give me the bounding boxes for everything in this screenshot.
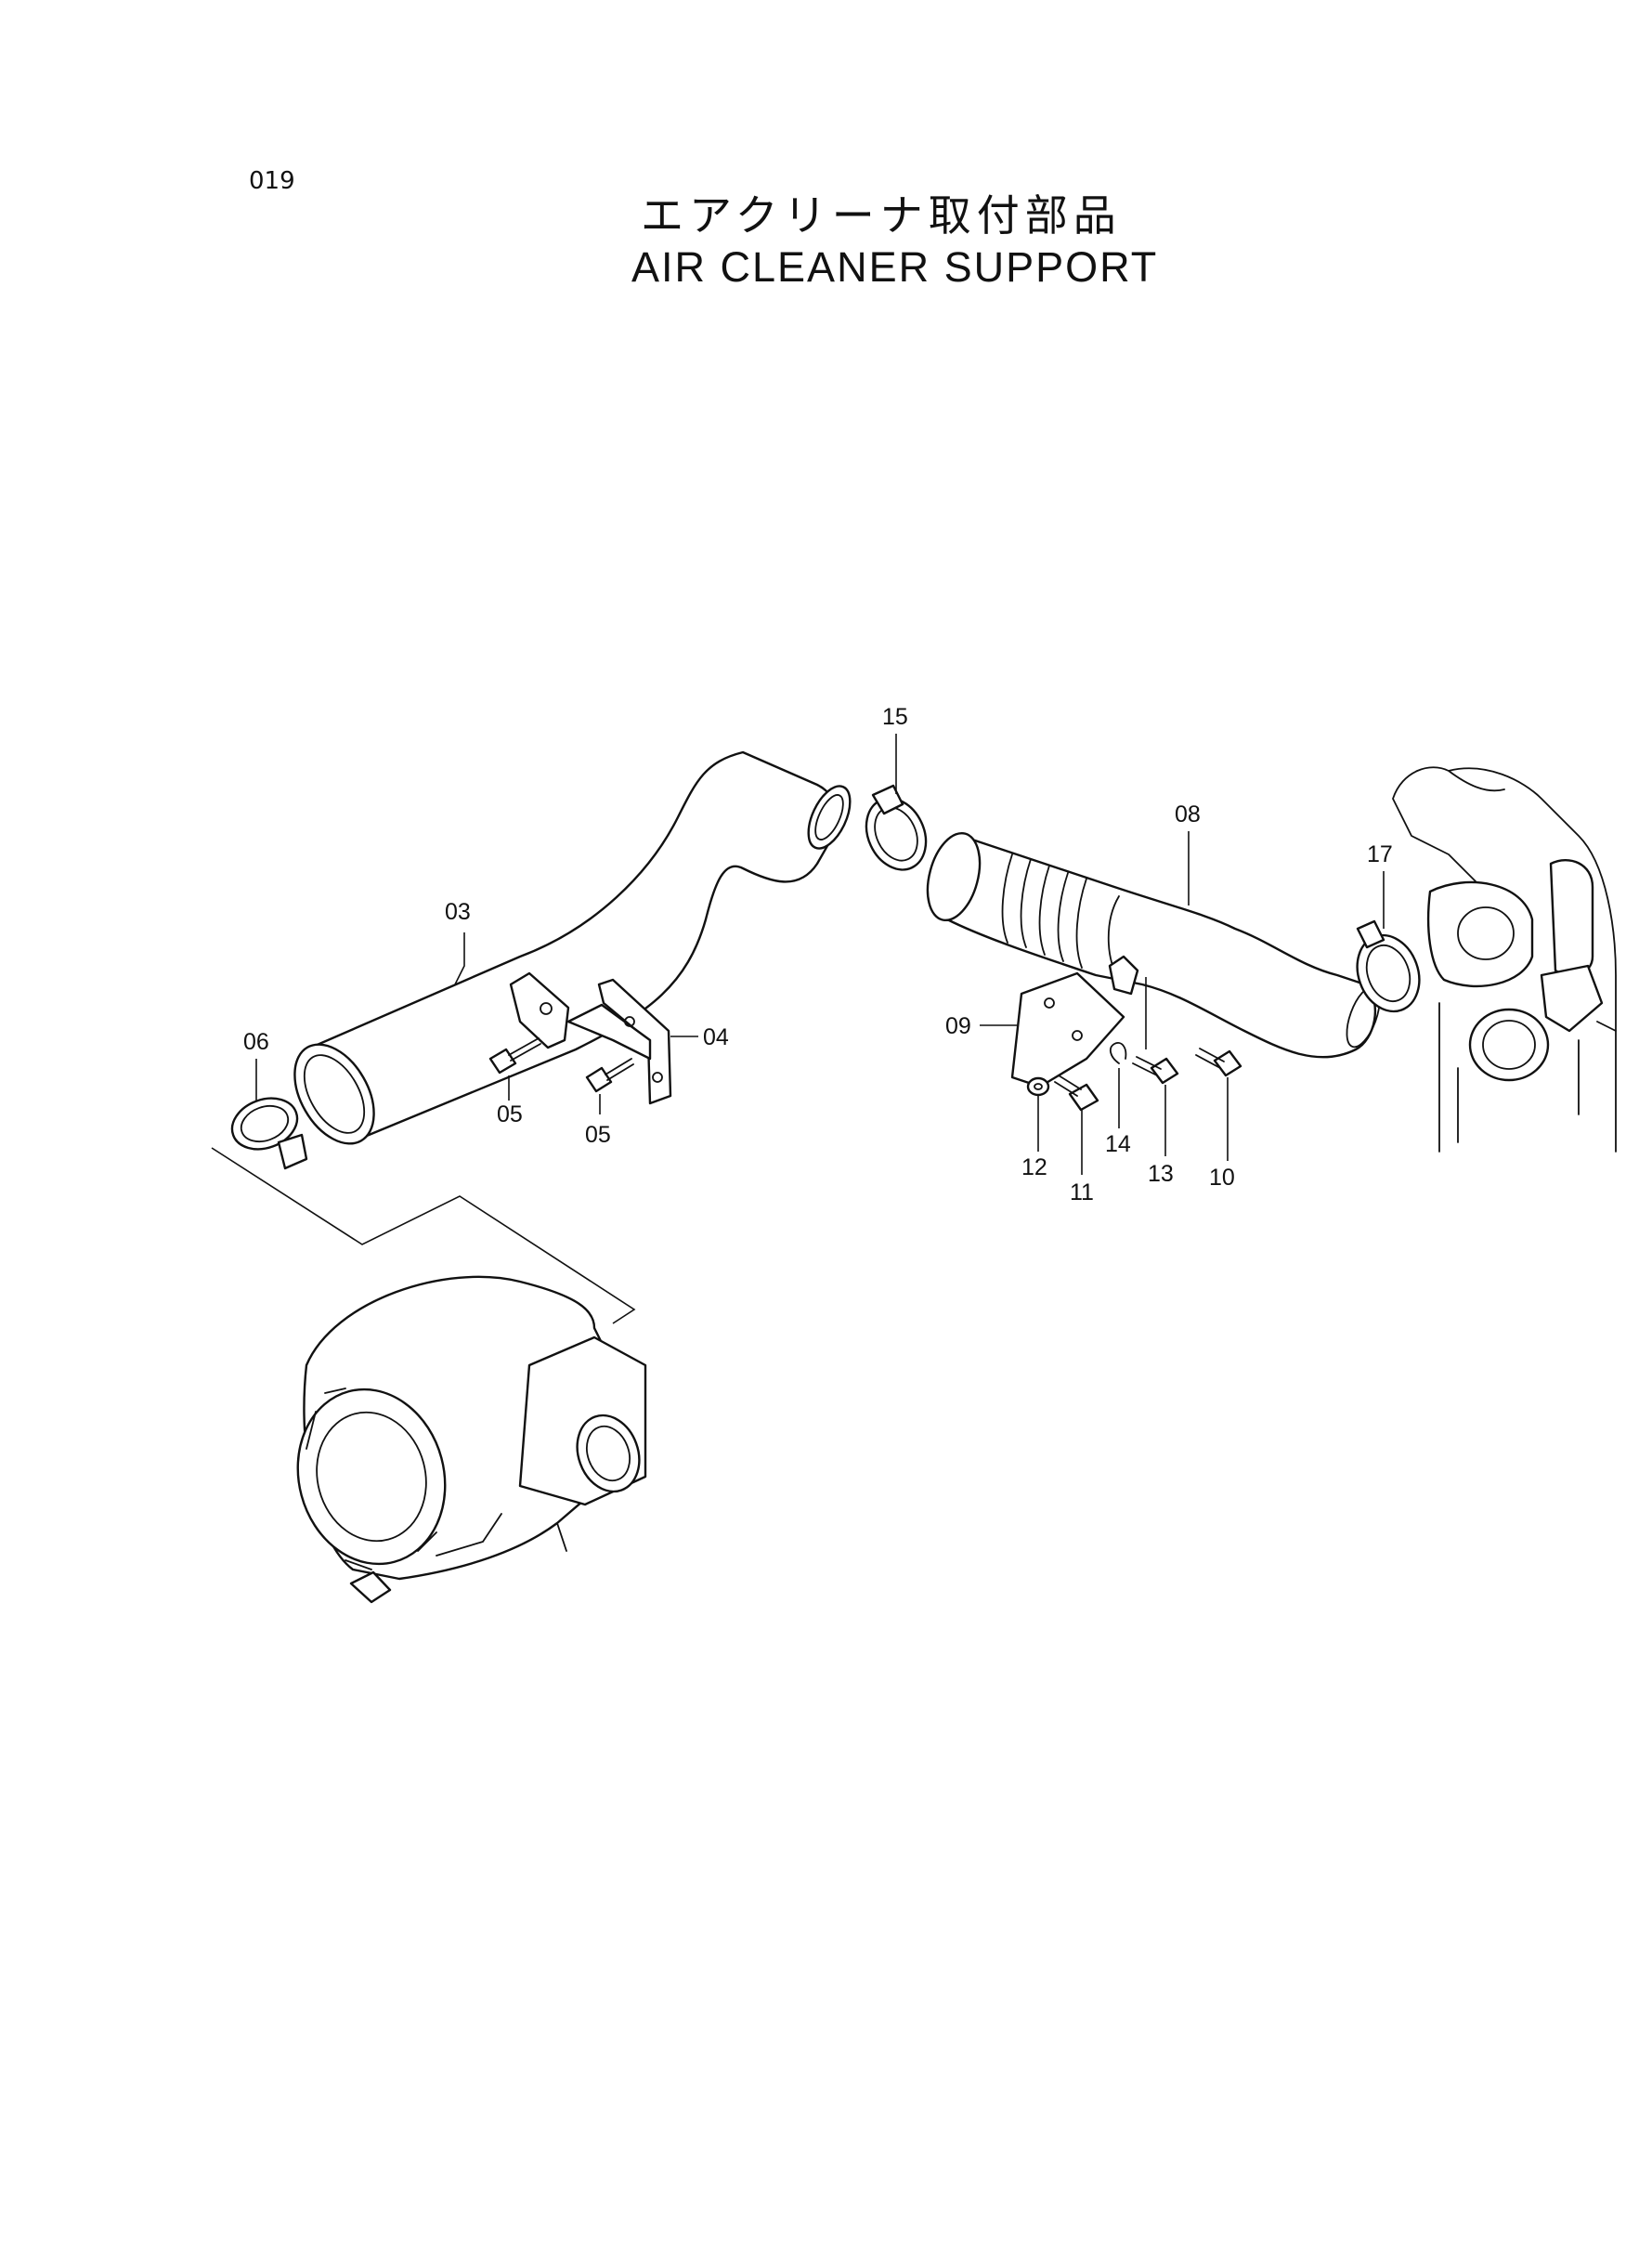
diagram-title-english: AIR CLEANER SUPPORT [631, 243, 1159, 291]
bolt-13 [1132, 1056, 1179, 1085]
clamp-17 [1356, 919, 1421, 1013]
callout-05-b: 05 [585, 1122, 611, 1148]
callout-10: 10 [1209, 1165, 1235, 1191]
page-number: 019 [249, 167, 295, 195]
bracket-09 [1010, 955, 1139, 1088]
engine-block [1392, 766, 1617, 1153]
callout-04: 04 [703, 1024, 729, 1050]
callout-17: 17 [1367, 841, 1393, 867]
hose-08 [926, 831, 1381, 1059]
clamp-15 [865, 784, 928, 871]
air-cleaner-body [296, 1275, 647, 1604]
callout-05-a: 05 [497, 1101, 523, 1127]
bolt-11 [1054, 1075, 1099, 1112]
callout-12: 12 [1021, 1154, 1047, 1180]
lock-washer-14 [1109, 1042, 1127, 1064]
hose-bracket [509, 971, 570, 1049]
callout-13: 13 [1148, 1161, 1174, 1187]
callout-11: 11 [1070, 1179, 1094, 1205]
diagram-title-japanese: エアクリーナ取付部品 [641, 190, 1122, 241]
bolt-10 [1195, 1048, 1242, 1077]
bolt-05-b [585, 1058, 634, 1093]
callout-08: 08 [1175, 801, 1201, 827]
bolt-05-a [488, 1037, 541, 1075]
washer-12 [1026, 1076, 1050, 1097]
callout-09: 09 [945, 1013, 971, 1039]
leader-lines [255, 734, 1385, 1175]
bracket-04 [566, 978, 672, 1105]
clamp-06 [230, 1097, 308, 1170]
callout-14: 14 [1105, 1131, 1131, 1157]
callout-06: 06 [243, 1029, 269, 1055]
air-cleaner-outline-frame [211, 1147, 636, 1324]
callout-03: 03 [445, 899, 471, 925]
hose-03 [293, 750, 852, 1145]
callout-15: 15 [882, 704, 908, 730]
